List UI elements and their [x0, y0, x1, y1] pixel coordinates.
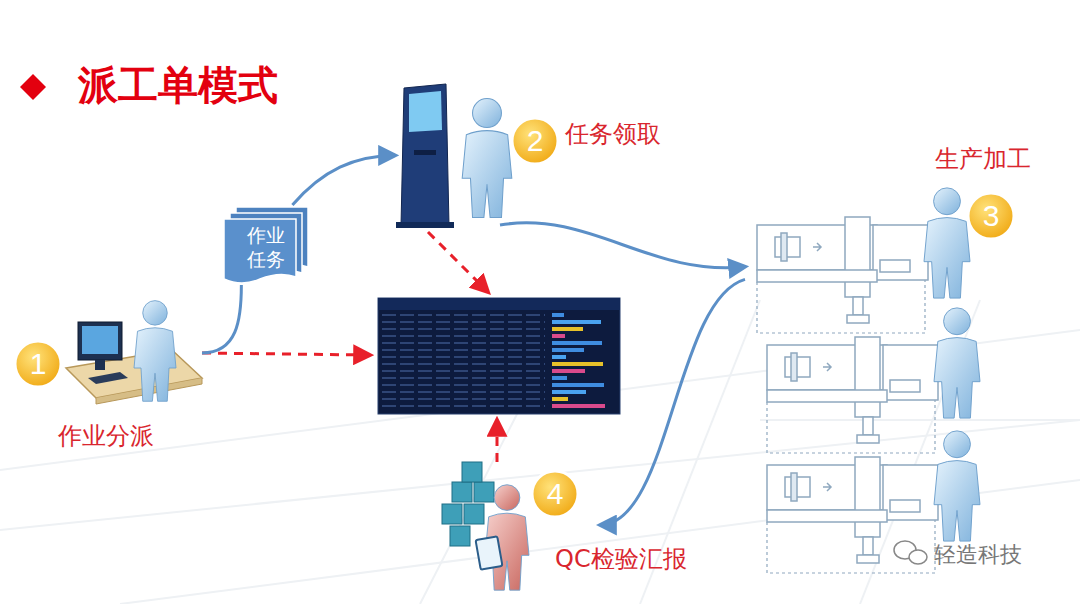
station-area: 任务领取 [395, 80, 695, 225]
flow-arrow [500, 223, 745, 268]
flow-arrow [292, 155, 395, 205]
callout-number: 2 [527, 126, 544, 156]
station-label: 任务领取 [565, 120, 661, 149]
station-label: 作业分派 [58, 422, 154, 451]
flow-arrow [600, 279, 745, 525]
document-stack: 作业任务 [222, 205, 310, 285]
station-label: 生产加工 [935, 145, 1031, 174]
station-area: 生产加工 [745, 145, 1065, 565]
station-area: QC检验汇报 [440, 460, 600, 585]
watermark: 轻造科技 [934, 540, 1022, 570]
callout-number: 1 [30, 349, 47, 379]
station-label: QC检验汇报 [555, 545, 687, 574]
diagram-title: 派工单模式 [78, 58, 278, 113]
flow-arrow [202, 285, 241, 353]
document-label: 作业任务 [246, 224, 286, 272]
callout-number: 3 [983, 201, 1000, 231]
callout-number: 4 [547, 479, 564, 509]
